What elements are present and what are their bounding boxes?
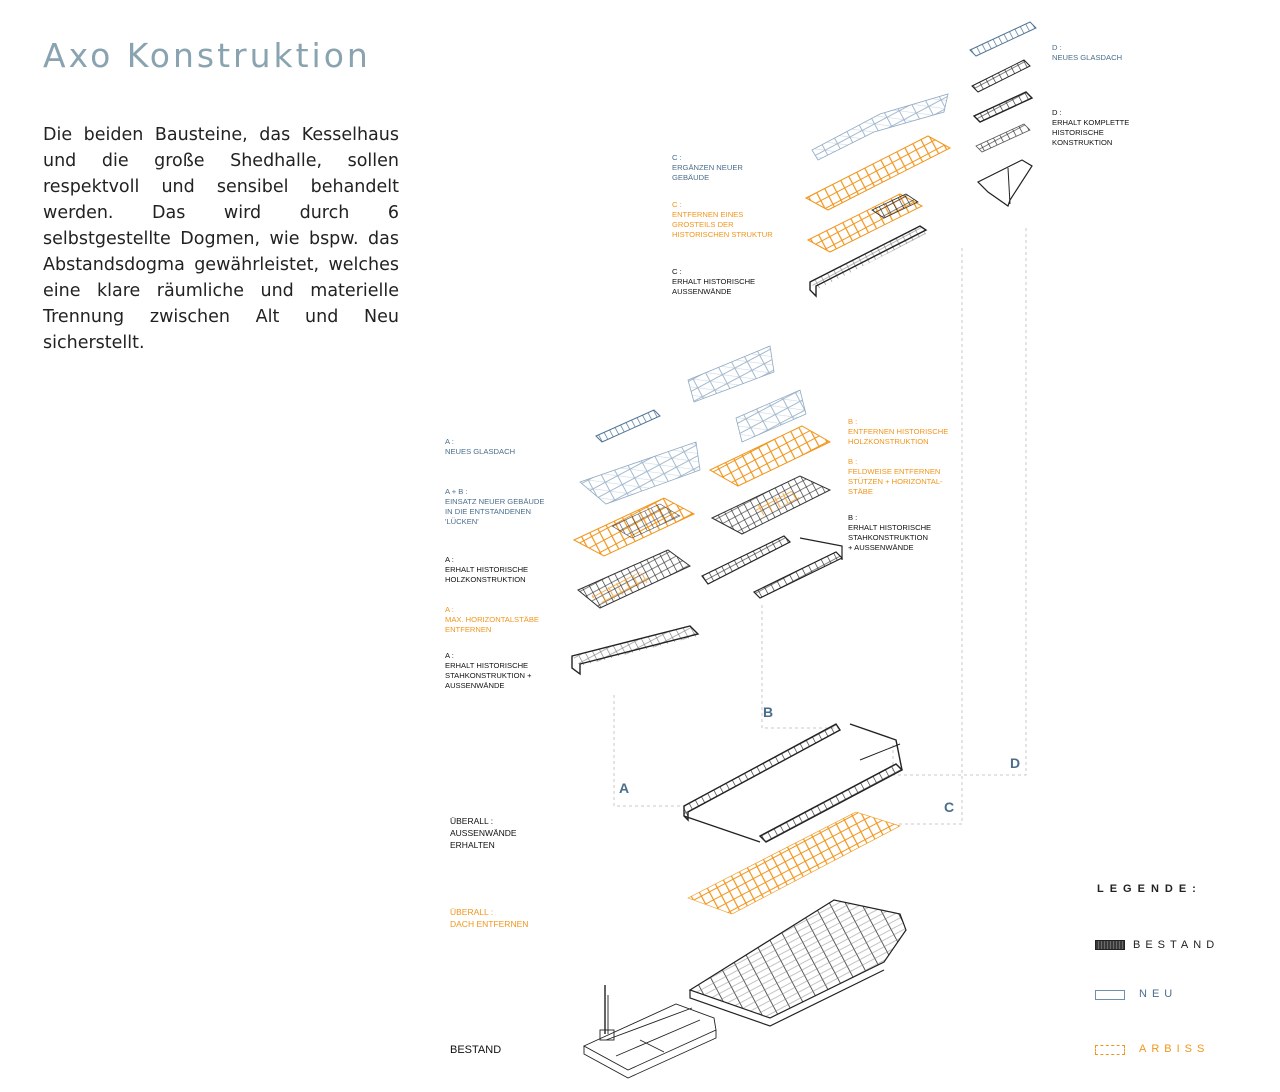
note-a-keep-wood: A : Erhalt historische Holzkonstruktion (445, 555, 529, 584)
bestand-plan (582, 985, 717, 1079)
note-d-keep-construction: D : Erhalt komplette historische Konstru… (1052, 108, 1130, 147)
connection-lines (613, 228, 1027, 825)
page-title: Axo Konstruktion (43, 36, 371, 75)
note-b-keep-steel: B : Erhalt historische Stahkonstruktion … (848, 513, 932, 552)
note-everywhere-walls: ÜBERALL : Außenwände erhalten (450, 816, 517, 850)
note-a-keep-steel: A : Erhalt historische Stahkonstruktion … (445, 651, 532, 690)
existing-roof (688, 899, 907, 1027)
note-ab-new-buildings: A + B : Einsatz neuer Gebäude in die ent… (445, 487, 545, 526)
note-a-remove-bars: A : Max. Horizontalstäbe entfernen (445, 605, 539, 634)
group-d-glass-roof (969, 21, 1037, 207)
section-label-d: D (1010, 755, 1021, 771)
group-c (804, 93, 952, 298)
legend-label-neu: NEU (1139, 988, 1178, 1000)
section-label-c: C (944, 799, 955, 815)
note-b-remove-wood: B : Entfernen historische Holzkonstrukti… (848, 417, 949, 446)
legend-swatch-arbiss (1095, 1045, 1125, 1055)
note-c-keep-walls: C : Erhalt historische Außenwände (672, 267, 756, 296)
legend-swatch-neu (1095, 990, 1125, 1000)
group-a (571, 409, 701, 676)
group-b (687, 345, 844, 599)
note-b-remove-supports: B : Feldweise entfernen Stützen + Horizo… (848, 457, 943, 496)
removed-roof (687, 811, 901, 915)
note-c-new-buildings: C : Ergänzen neuer Gebäude (672, 153, 743, 182)
section-label-a: A (619, 780, 630, 796)
legend-title: LEGENDE: (1097, 883, 1202, 895)
note-c-remove-structure: C : Entfernen eines Grosteils der histor… (672, 200, 773, 239)
section-label-b: B (763, 704, 774, 720)
note-a-glass-roof: A : Neues Glasdach (445, 437, 516, 456)
note-bestand: BESTAND (450, 1044, 502, 1056)
note-everywhere-roof: ÜBERALL : Dach entfernen (450, 907, 529, 929)
legend-label-arbiss: ARBISS (1139, 1043, 1210, 1055)
intro-text: Die beiden Bausteine, das Kesselhaus und… (43, 125, 399, 353)
legend-swatch-bestand (1095, 940, 1125, 950)
note-d-glass-roof: D : Neues Glasdach (1052, 43, 1123, 62)
legend-label-bestand: BESTAND (1133, 939, 1220, 951)
outer-walls (683, 723, 904, 843)
